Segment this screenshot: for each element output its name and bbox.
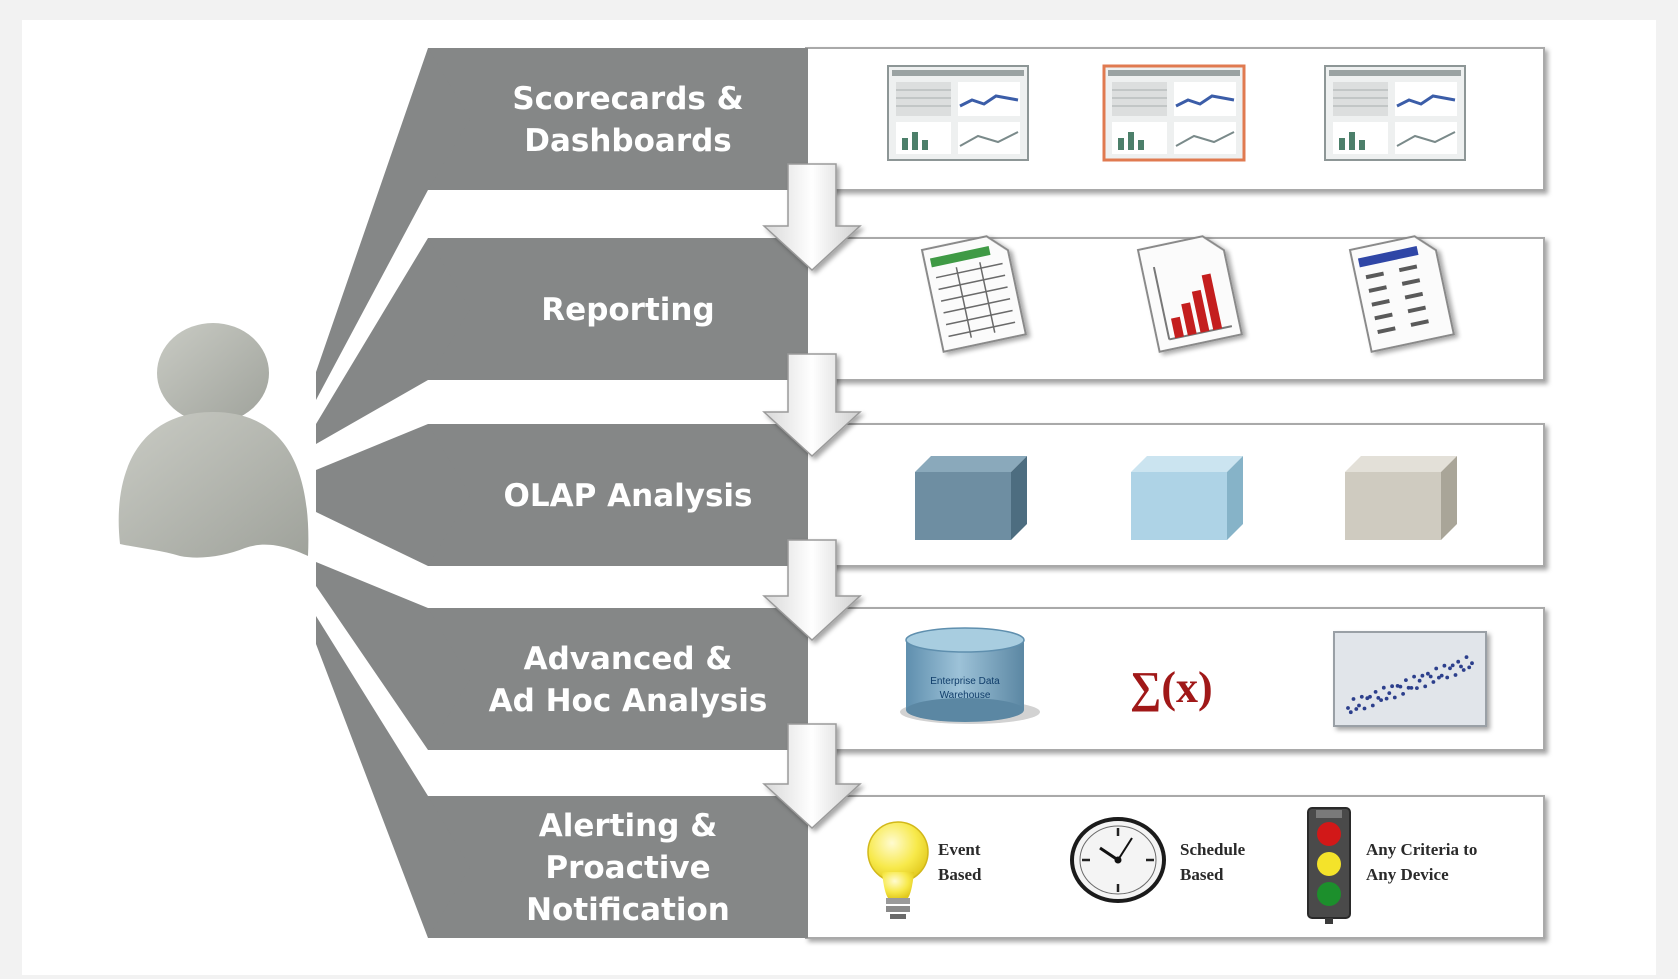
scatter-point [1470,661,1474,666]
lightbulb-icon [867,821,929,919]
criteria-caption-line-2: Any Device [1366,865,1449,884]
scatter-point [1459,664,1463,669]
fan-connector [316,424,474,566]
table-report-icon [1348,235,1455,353]
schedule-caption-line-2: Based [1180,865,1224,884]
fan-connector [316,238,474,444]
scatter-point [1376,696,1381,700]
scatter-point [1406,685,1411,690]
scatter-point [1404,678,1408,682]
scatter-point [1368,694,1372,699]
layer-band [428,238,808,380]
fan-connector [316,48,474,400]
layer-label-scorecards-line-2: Dashboards [524,123,732,159]
scatter-point [1467,665,1472,670]
scatter-point [1439,673,1444,678]
scatter-point [1423,684,1428,689]
layer-label-alerting-line-2: Proactive [545,850,710,886]
layer-label-alerting-line-1: Alerting & [539,808,717,844]
event-caption-line-1: Event [938,840,981,859]
scatter-point [1442,663,1447,668]
layer-band [428,796,808,938]
scatter-point [1362,706,1367,711]
data-warehouse-icon: Enterprise Data Warehouse [900,627,1040,724]
down-arrow-icon [762,723,862,830]
scatter-point [1381,685,1386,690]
layer-icons: Enterprise Data Warehouse ∑(x) Event Bas… [867,64,1487,924]
scatter-point [1392,695,1397,700]
scatter-point [1401,692,1405,696]
scatter-point [1461,668,1466,672]
layer-label-olap-line-1: OLAP Analysis [504,478,753,514]
layer-band [428,424,808,566]
scatter-point [1412,674,1416,679]
layer-panel [805,795,1545,939]
olap-cube-dark-icon [915,456,1027,540]
layer-label-advanced-line-1: Advanced & [524,641,733,677]
down-arrow-icon [762,163,862,272]
scatter-point [1428,674,1433,679]
layer-label-advanced-line-2: Ad Hoc Analysis [489,683,768,719]
scatter-point [1464,655,1469,659]
scatter-point [1415,686,1419,690]
scatter-point [1346,706,1350,710]
scatter-point [1384,696,1389,701]
fan-connectors [316,48,474,938]
scatter-point [1357,703,1361,708]
scatter-point [1445,675,1450,680]
layer-band [428,608,808,750]
scatter-point [1409,686,1414,690]
layer-label-alerting-line-3: Notification [526,892,730,928]
event-caption-line-2: Based [938,865,982,884]
spreadsheet-report-icon [920,235,1027,353]
dashboard-thumbnail-icon [1324,65,1466,161]
scatter-point [1387,691,1392,695]
dashboard-thumbnail-icon [887,65,1029,161]
scatter-point [1348,710,1353,715]
olap-cube-light-icon [1131,456,1243,540]
down-arrow-icon [762,353,862,458]
clock-icon [1070,817,1166,903]
criteria-caption-line-1: Any Criteria to [1366,840,1477,859]
flow-arrows [762,163,862,830]
scatter-point [1373,690,1378,694]
scatter-point [1351,697,1356,701]
sigma-formula-icon: ∑(x) [1130,663,1213,712]
scatter-point [1426,671,1430,676]
fan-connector [316,616,474,938]
scatter-point [1417,678,1422,683]
scatter-point [1354,707,1359,711]
scatter-point [1450,663,1455,668]
traffic-light-icon [1307,807,1351,924]
scatter-point [1456,659,1461,664]
warehouse-label-line-2: Warehouse [940,690,991,701]
scatter-point [1448,666,1452,671]
scatter-point [1431,680,1436,684]
scatter-point [1370,703,1375,708]
layer-band [428,48,808,190]
scatter-point [1390,684,1394,689]
scatter-plot-icon [1333,631,1487,727]
layer-label-scorecards-line-1: Scorecards & [512,81,743,117]
schedule-caption-line-1: Schedule [1180,840,1246,859]
scatter-point [1453,673,1458,677]
warehouse-label-line-1: Enterprise Data [930,676,1000,687]
scatter-point [1359,694,1364,699]
user-icon [118,323,309,558]
down-arrow-icon [762,539,862,642]
olap-cube-beige-icon [1345,456,1457,540]
scatter-point [1437,675,1441,680]
scatter-point [1398,684,1403,689]
scatter-point [1420,673,1425,678]
bar-chart-report-icon [1136,235,1243,353]
scatter-point [1434,666,1439,671]
dashboard-thumbnail-highlighted-icon [1102,64,1246,162]
scatter-point [1379,698,1383,702]
layer-label-reporting-line-1: Reporting [541,292,714,328]
